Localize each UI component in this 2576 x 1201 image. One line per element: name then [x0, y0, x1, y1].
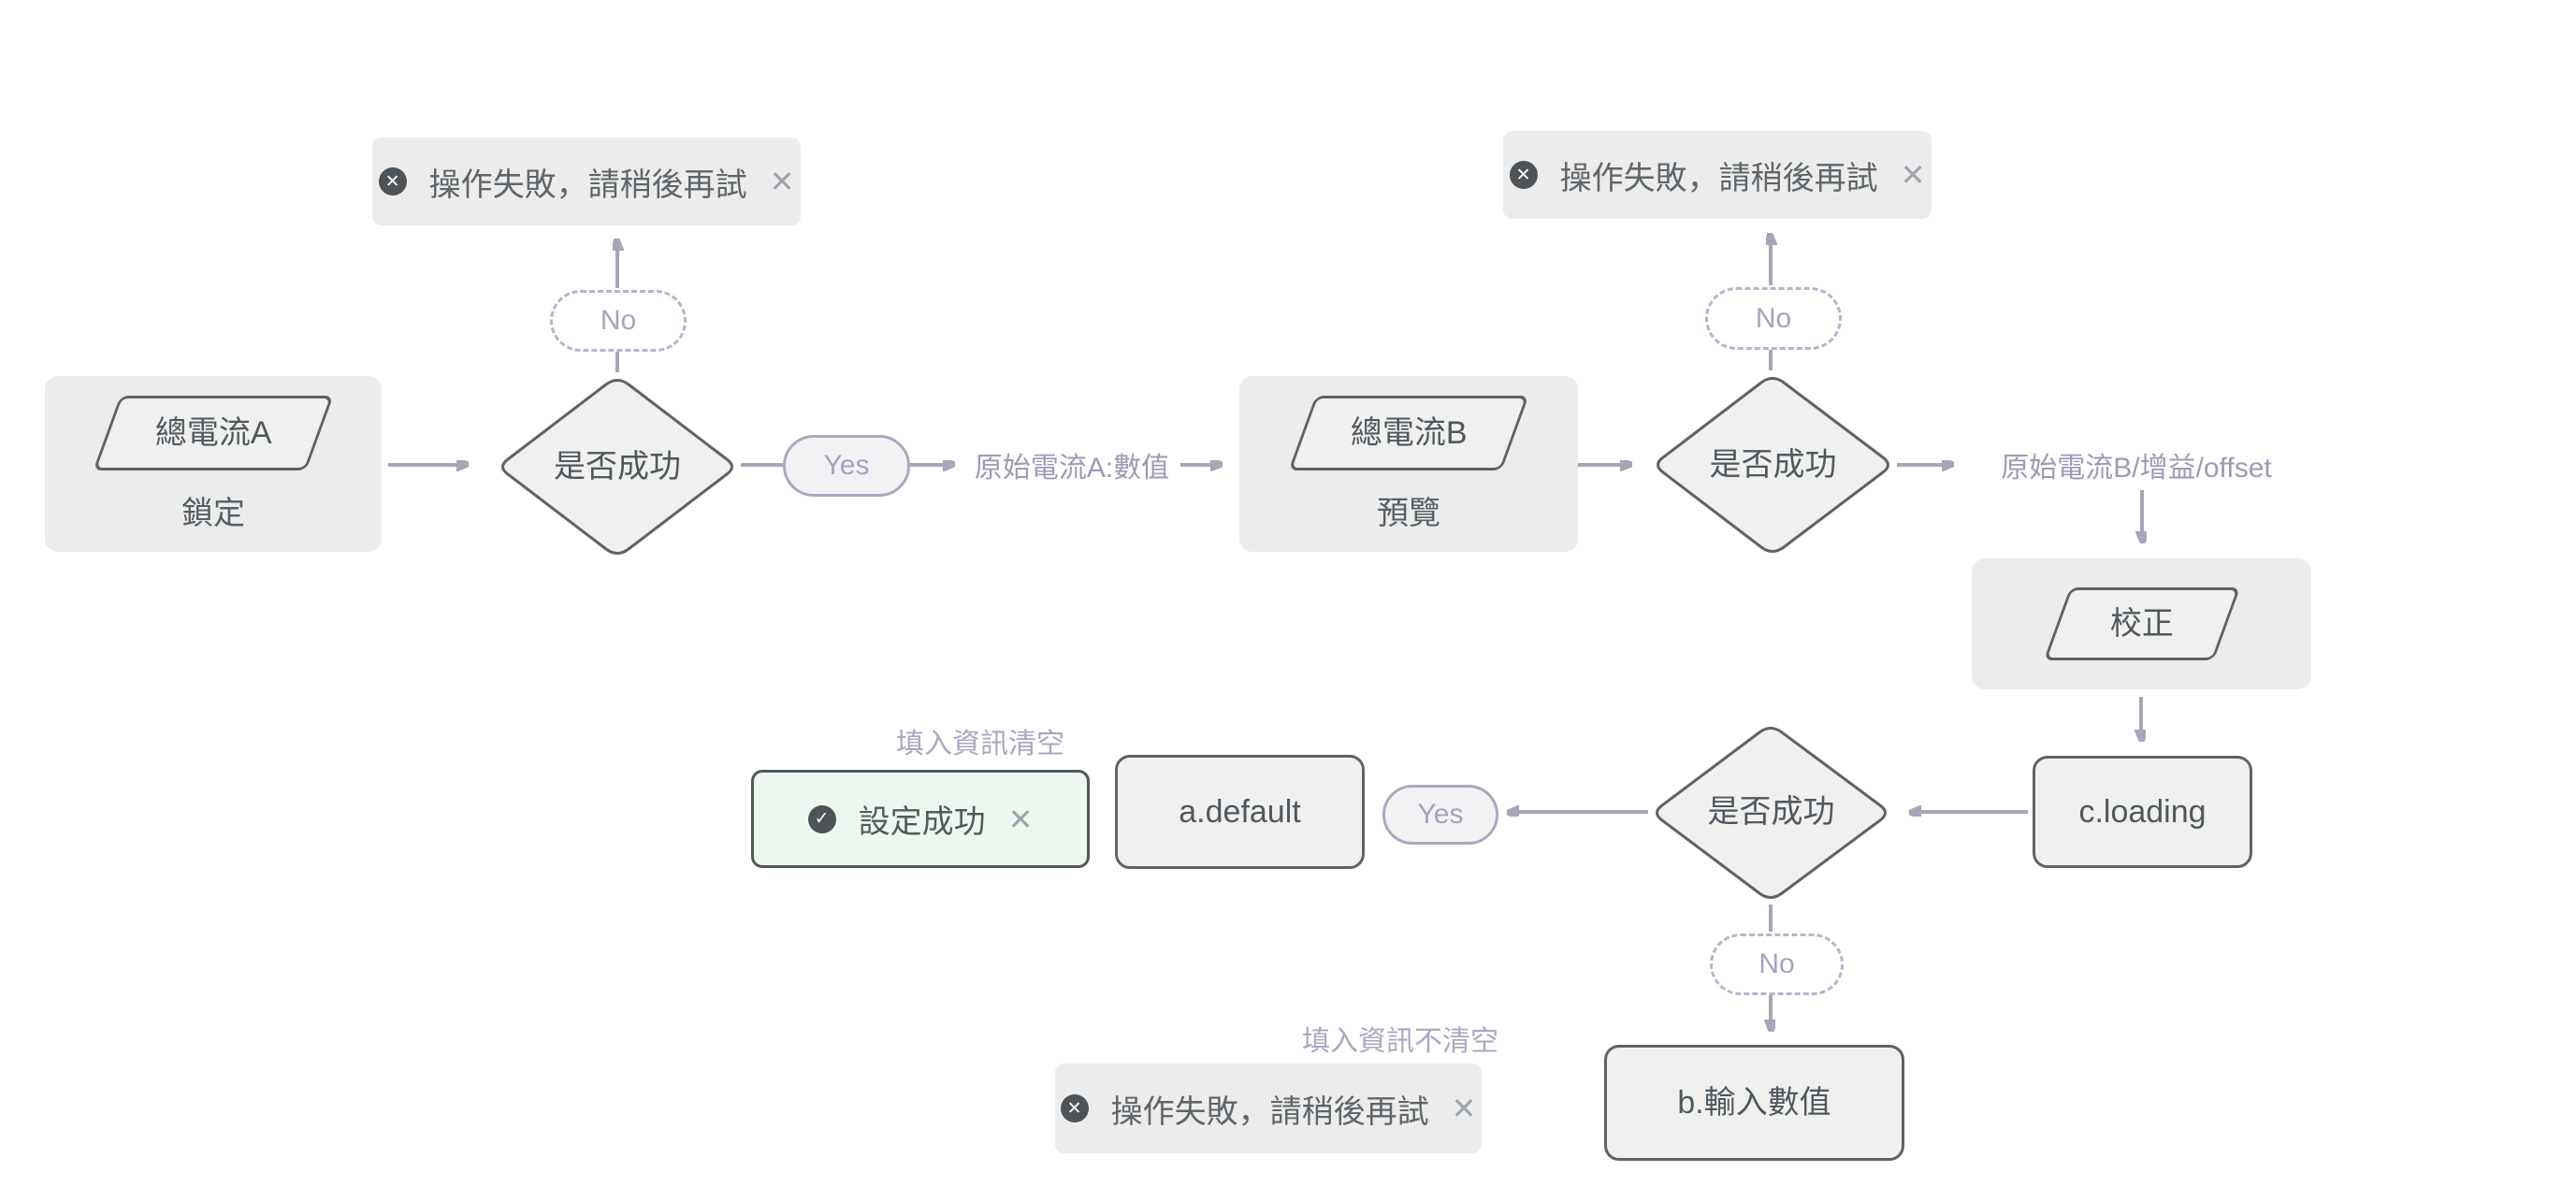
decision-diamond-1: 是否成功 [494, 372, 741, 561]
toast-error-message: 操作失敗，請稍後再試 [428, 166, 747, 203]
close-icon[interactable]: ✕ [1007, 802, 1034, 836]
group-calibration: 校正 [1972, 558, 2311, 689]
decision-diamond-3: 是否成功 [1648, 720, 1894, 904]
no-label: No [1755, 302, 1792, 334]
yes-label: Yes [823, 450, 870, 481]
parallelogram-current-b: 總電流B [1288, 395, 1529, 470]
yes-label: Yes [1417, 799, 1464, 830]
group-subtitle: 預覽 [1377, 495, 1440, 531]
parallelogram-calibration: 校正 [2043, 587, 2240, 660]
no-label: No [600, 305, 637, 336]
decision-label: 是否成功 [1707, 794, 1835, 831]
group-current-b: 總電流B 預覽 [1239, 376, 1578, 552]
decision-label: 是否成功 [1709, 446, 1837, 483]
edge-label-raw-current-a: 原始電流A:數值 [974, 453, 1170, 484]
no-pill-3: No [1710, 933, 1844, 995]
edge-label-raw-current-b: 原始電流B/增益/offset [2001, 453, 2272, 484]
parallelogram-label: 校正 [2109, 605, 2174, 642]
close-icon[interactable]: ✕ [1900, 158, 1926, 192]
diamond-shape [1657, 377, 1889, 553]
toast-error-message: 操作失敗，請稍後再試 [1110, 1093, 1429, 1130]
error-icon: ✕ [1509, 161, 1538, 189]
node-c-loading: c.loading [2033, 756, 2252, 868]
diamond-shape [501, 379, 733, 555]
toast-error-1: ✕ 操作失敗，請稍後再試 ✕ [372, 137, 801, 225]
decision-diamond-2: 是否成功 [1649, 370, 1897, 559]
parallelogram-label: 總電流A [154, 414, 272, 451]
close-icon[interactable]: ✕ [769, 165, 795, 198]
group-current-a: 總電流A 鎖定 [45, 376, 382, 552]
toast-success-message: 設定成功 [858, 804, 986, 840]
diamond-shape [1656, 727, 1887, 899]
no-label: No [1758, 948, 1795, 979]
yes-pill-1: Yes [783, 435, 910, 497]
no-pill-2: No [1705, 287, 1842, 350]
toast-error-2: ✕ 操作失敗，請稍後再試 ✕ [1503, 131, 1932, 219]
parallelogram-label: 總電流B [1350, 414, 1468, 451]
yes-pill-2: Yes [1382, 785, 1498, 845]
toast-error-3: ✕ 操作失敗，請稍後再試 ✕ [1055, 1064, 1482, 1153]
toast-success: ✓ 設定成功 ✕ [751, 770, 1090, 868]
node-a-default: a.default [1115, 755, 1365, 869]
node-label: c.loading [2078, 793, 2207, 830]
no-pill-1: No [550, 290, 687, 352]
close-icon[interactable]: ✕ [1451, 1092, 1477, 1125]
success-icon: ✓ [807, 804, 836, 833]
error-icon: ✕ [378, 167, 407, 195]
group-subtitle: 鎖定 [181, 495, 245, 531]
annotation-no-clear: 填入資訊不清空 [1302, 1026, 1498, 1057]
toast-error-message: 操作失敗，請稍後再試 [1559, 160, 1878, 196]
decision-label: 是否成功 [554, 448, 681, 485]
node-b-input-value: b.輸入數值 [1604, 1045, 1904, 1161]
annotation-clear: 填入資訊清空 [896, 729, 1064, 760]
error-icon: ✕ [1060, 1094, 1089, 1122]
node-label: b.輸入數值 [1677, 1084, 1831, 1121]
parallelogram-current-a: 總電流A [93, 395, 334, 470]
node-label: a.default [1179, 793, 1301, 830]
